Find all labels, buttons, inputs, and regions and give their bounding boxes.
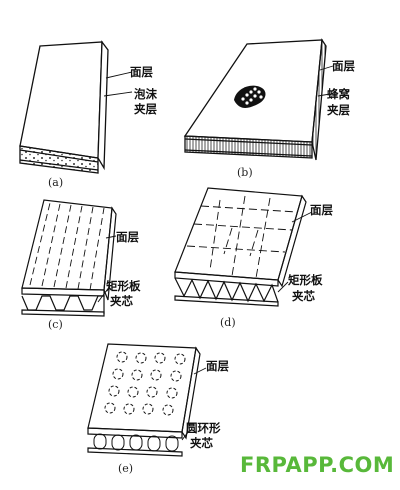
caption-c: (c): [48, 318, 63, 331]
label-core-c: 夹芯: [110, 294, 133, 308]
figure-c-rectangular-plate-core: 面层 矩形板 夹芯 (c): [21, 199, 141, 331]
honeycomb-window: [234, 85, 266, 108]
leader-lines-d: [277, 211, 313, 293]
figure-d-rectangular-grid-core: 面层 矩形板 夹芯 (d): [174, 187, 333, 329]
label-honeycomb-b: 蜂窝: [327, 87, 350, 101]
label-rect-plate-c: 矩形板: [106, 279, 141, 293]
label-rect-plate-d: 矩形板: [288, 273, 323, 287]
label-face-layer-c: 面层: [116, 230, 139, 244]
caption-b: (b): [237, 166, 253, 179]
label-core-d: 夹芯: [292, 289, 315, 303]
leader-lines-a: [103, 71, 133, 97]
label-face-layer-e: 面层: [206, 359, 229, 373]
label-face-layer-d: 面层: [310, 203, 333, 217]
label-core-e: 夹芯: [190, 436, 213, 450]
caption-a: (a): [48, 176, 63, 189]
label-ring-e: 圆环形: [186, 421, 221, 435]
leader-lines-c: [97, 235, 117, 303]
panel-a-drawing: [19, 40, 109, 174]
label-face-layer-a: 面层: [130, 65, 153, 79]
panel-d-drawing: [174, 187, 307, 307]
label-face-layer-b: 面层: [332, 59, 355, 73]
watermark-text: FRPAPP.COM: [240, 453, 394, 477]
figure-e-ring-core: 面层 圆环形 夹芯 (e): [87, 343, 229, 475]
label-core-a: 夹层: [134, 102, 157, 116]
label-foam-a: 泡沫: [134, 87, 157, 101]
figure-b-honeycomb-sandwich: 面层 蜂窝 夹层 (b): [183, 38, 355, 179]
figure-a-foam-sandwich: 面层 泡沫 夹层 (a): [19, 40, 157, 189]
panel-e-drawing: [87, 343, 201, 457]
label-core-b: 夹层: [327, 103, 350, 117]
leader-lines-e: [181, 367, 207, 441]
leader-lines-b: [317, 65, 334, 97]
caption-e: (e): [118, 462, 133, 475]
panel-c-drawing: [21, 199, 117, 317]
caption-d: (d): [220, 316, 236, 329]
